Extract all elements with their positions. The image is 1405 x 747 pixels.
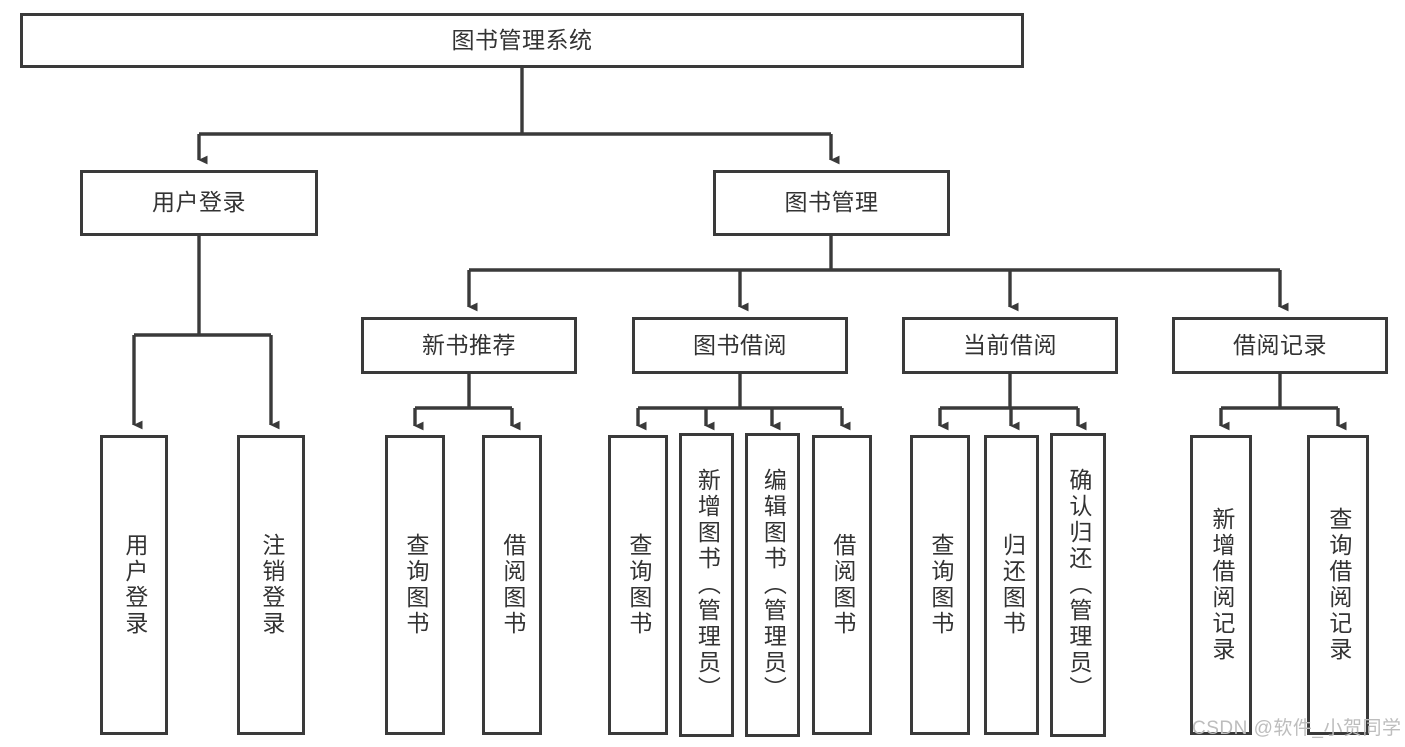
node-leaf-logout[interactable]: 注销登录	[237, 435, 305, 735]
node-leaf-user-login[interactable]: 用户登录	[100, 435, 168, 735]
node-user-login-label: 用户登录	[152, 189, 246, 216]
edges-userlogin-to-leaves	[132, 236, 280, 430]
node-book-borrow-label: 图书借阅	[693, 331, 787, 358]
node-current-borrow[interactable]: 当前借阅	[902, 317, 1118, 374]
node-root-label: 图书管理系统	[451, 26, 593, 53]
node-borrow-record-label: 借阅记录	[1233, 331, 1327, 358]
node-leaf-edit-book-label: 编辑图书（管理员）	[760, 468, 787, 702]
edges-root-to-level1	[197, 68, 840, 165]
node-leaf-borrow-book-1[interactable]: 借阅图书	[482, 435, 542, 735]
node-borrow-record[interactable]: 借阅记录	[1172, 317, 1388, 374]
node-new-book-rec-label: 新书推荐	[422, 331, 516, 358]
edges-newbookrec-to-leaves	[413, 374, 521, 431]
node-leaf-query-book-1[interactable]: 查询图书	[385, 435, 445, 735]
node-leaf-borrow-book-2[interactable]: 借阅图书	[812, 435, 872, 735]
node-leaf-query-record-label: 查询借阅记录	[1325, 507, 1352, 663]
edges-bookmanage-to-level2	[467, 236, 1289, 312]
node-leaf-add-record[interactable]: 新增借阅记录	[1190, 435, 1252, 735]
node-leaf-borrow-book-1-label: 借阅图书	[499, 533, 526, 637]
node-user-login[interactable]: 用户登录	[80, 170, 318, 236]
node-leaf-query-record[interactable]: 查询借阅记录	[1307, 435, 1369, 735]
node-book-manage-label: 图书管理	[784, 189, 879, 216]
node-leaf-return-book[interactable]: 归还图书	[984, 435, 1039, 735]
node-leaf-add-record-label: 新增借阅记录	[1208, 507, 1235, 663]
node-leaf-query-book-1-label: 查询图书	[402, 533, 429, 637]
edges-borrowrecord-to-leaves	[1219, 374, 1347, 431]
node-new-book-rec[interactable]: 新书推荐	[361, 317, 577, 374]
node-root[interactable]: 图书管理系统	[20, 13, 1024, 68]
node-leaf-logout-label: 注销登录	[258, 533, 285, 637]
node-book-borrow[interactable]: 图书借阅	[632, 317, 848, 374]
node-leaf-add-book-label: 新增图书（管理员）	[694, 468, 721, 702]
node-leaf-query-book-2[interactable]: 查询图书	[608, 435, 668, 735]
node-current-borrow-label: 当前借阅	[963, 331, 1057, 358]
node-leaf-add-book[interactable]: 新增图书（管理员）	[679, 433, 734, 737]
node-leaf-confirm-return-label: 确认归还（管理员）	[1065, 468, 1092, 702]
node-leaf-return-book-label: 归还图书	[999, 533, 1026, 637]
node-leaf-edit-book[interactable]: 编辑图书（管理员）	[745, 433, 800, 737]
node-leaf-query-book-2-label: 查询图书	[625, 533, 652, 637]
edges-currentborrow-to-leaves	[938, 374, 1087, 431]
node-leaf-confirm-return[interactable]: 确认归还（管理员）	[1050, 433, 1106, 737]
node-leaf-borrow-book-2-label: 借阅图书	[829, 533, 856, 637]
node-book-manage[interactable]: 图书管理	[713, 170, 950, 236]
edges-bookborrow-to-leaves	[636, 374, 851, 431]
node-leaf-user-login-label: 用户登录	[121, 533, 148, 637]
node-leaf-query-book-3[interactable]: 查询图书	[910, 435, 970, 735]
node-leaf-query-book-3-label: 查询图书	[927, 533, 954, 637]
